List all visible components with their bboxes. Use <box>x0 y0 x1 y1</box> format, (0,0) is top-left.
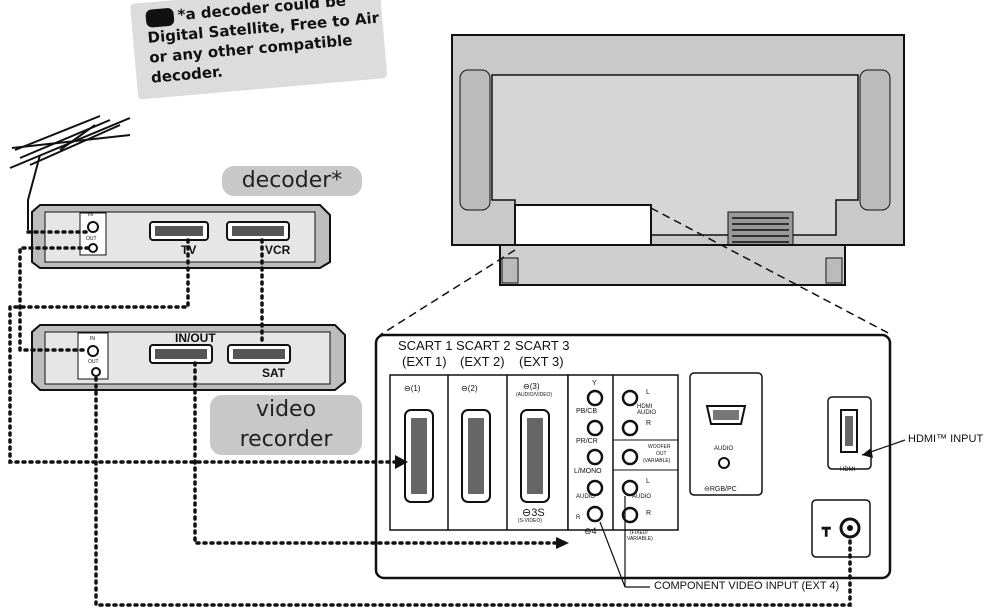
audio-out-l: L <box>646 478 650 485</box>
comp-num-label: ⊖4 <box>584 526 597 536</box>
scart1-name: SCART 1 <box>398 338 453 353</box>
cables <box>8 230 852 607</box>
audio-out-audio: AUDIO <box>632 494 652 500</box>
hdmi-audio-r: R <box>646 420 652 427</box>
connection-panel: ┳ <box>374 333 892 580</box>
decoder-vcr-label: VCR <box>265 243 291 257</box>
audio-out-r: R <box>646 510 652 517</box>
vcr-inout-label: IN/OUT <box>175 331 216 345</box>
woofer-line3: (VARIABLE) <box>643 458 671 464</box>
comp-pb-label: PB/CB <box>576 408 598 415</box>
decoder-out-label: OUT <box>86 236 97 242</box>
scart2-tag: ⊖(2) <box>461 384 478 393</box>
hdmi-audio-label2: AUDIO <box>637 410 657 416</box>
decoder-label: decoder* <box>222 166 362 196</box>
audio-out-sub2: VARIABLE) <box>627 536 653 542</box>
video-recorder-box <box>31 324 346 391</box>
decoder-in-label: IN <box>88 212 93 218</box>
hdmi-label: HDMI <box>840 467 856 473</box>
woofer-line1: WOOFER <box>648 444 671 450</box>
scart3-sub: (AUDIO/VIDEO) <box>516 392 553 398</box>
vcr-sat-label: SAT <box>262 366 286 380</box>
scart3-name: SCART 3 <box>515 338 570 353</box>
hand-pointer-icon <box>145 7 175 28</box>
rgb-audio-label: AUDIO <box>714 446 734 452</box>
comp-y-label: Y <box>592 380 597 387</box>
video-recorder-label: video recorder <box>210 395 362 455</box>
component-input-callout: COMPONENT VIDEO INPUT (EXT 4) <box>654 580 840 592</box>
decoder-box <box>31 204 331 269</box>
hdmi-input-callout: HDMI™ INPUT <box>908 433 984 445</box>
audio-out-sub1: (FIXED/ <box>630 530 648 536</box>
svideo-label: ⊖3S <box>522 507 545 519</box>
decoder-tv-label: TV <box>181 243 197 257</box>
hdmi-audio-l: L <box>646 389 650 396</box>
hdmi-audio-label1: HDMI <box>637 404 653 410</box>
vcr-in-label: IN <box>90 336 95 342</box>
rgb-label: ⊖RGB/PC <box>704 486 737 493</box>
scart2-ext: (EXT 2) <box>460 354 505 369</box>
woofer-line2: OUT <box>656 451 667 457</box>
scart3-tag: ⊖(3) <box>523 382 540 391</box>
scart2-name: SCART 2 <box>456 338 511 353</box>
svg-text:┳: ┳ <box>821 520 831 537</box>
vcr-out-label: OUT <box>88 359 99 365</box>
scart1-tag: ⊖(1) <box>404 384 421 393</box>
comp-pr-label: PR/CR <box>576 438 598 445</box>
tv-rear <box>379 34 905 336</box>
scart3-ext: (EXT 3) <box>519 354 564 369</box>
comp-lmono-label: L/MONO <box>574 468 602 475</box>
scart1-ext: (EXT 1) <box>402 354 447 369</box>
antenna-icon <box>9 115 131 230</box>
comp-audio-label: AUDIO <box>576 494 596 500</box>
comp-r-label: R <box>576 515 581 521</box>
svideo-sub: (S-VIDEO) <box>518 518 542 524</box>
